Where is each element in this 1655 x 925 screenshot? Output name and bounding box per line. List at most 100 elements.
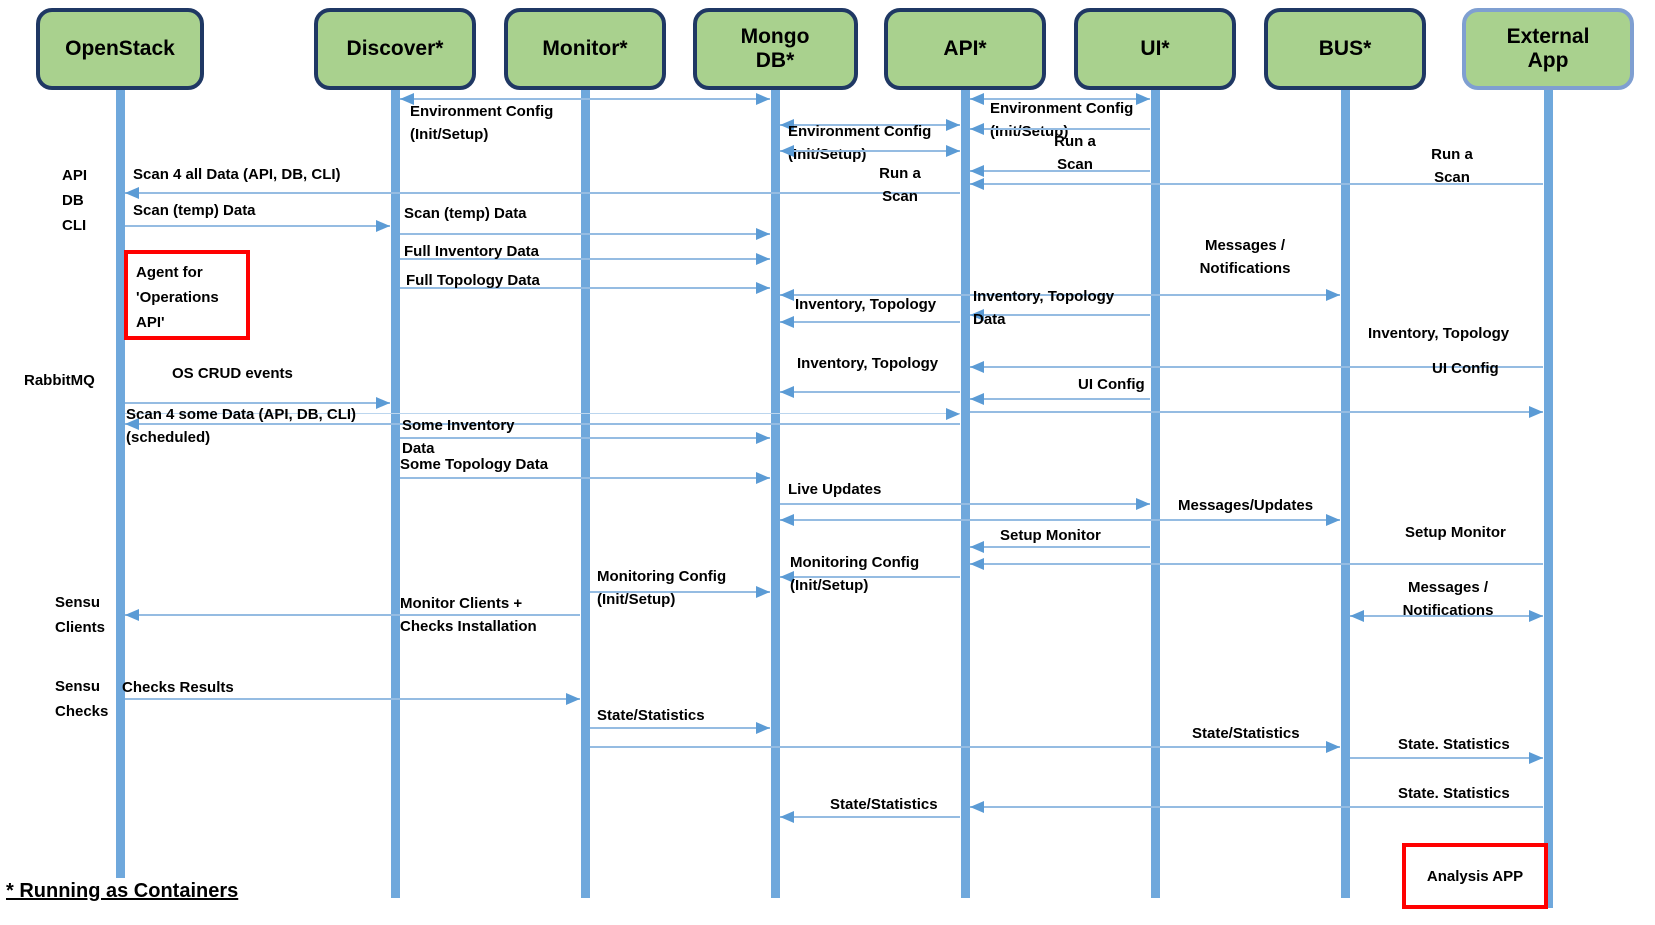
message-label-23: Some Topology Data: [400, 456, 549, 473]
message-label-36: State. Statistics: [1398, 785, 1510, 802]
message-arrow-21: [125, 423, 960, 425]
arrowhead-left-7: [125, 187, 139, 199]
message-label-32: Checks Results: [122, 679, 234, 696]
lifeline-header-openstack: OpenStack: [36, 8, 204, 90]
arrowhead-left-15: [970, 361, 984, 373]
message-label-26: Setup Monitor: [1000, 527, 1101, 544]
arrowhead-left-13: [970, 309, 984, 321]
message-arrow-1: [970, 98, 1150, 100]
lifeline-header-api: API*: [884, 8, 1046, 90]
message-arrow-11: [400, 287, 770, 289]
arrowhead-right-19: [376, 397, 390, 409]
arrowhead-left-17: [970, 393, 984, 405]
lifeline-bar-monitor: [580, 90, 590, 898]
arrowhead-right-0: [756, 93, 770, 105]
message-arrow-14: [780, 321, 960, 323]
message-label-31: Messages / Notifications: [1402, 579, 1494, 619]
message-label-34: State/Statistics: [1192, 725, 1300, 742]
message-arrow-3: [780, 124, 960, 126]
message-arrow-12: [780, 294, 1340, 296]
arrowhead-left-28: [780, 571, 794, 583]
message-arrow-16: [780, 391, 960, 393]
arrowhead-left-2: [970, 123, 984, 135]
message-arrow-25: [780, 519, 1340, 521]
message-label-35: State. Statistics: [1398, 736, 1510, 753]
message-arrow-37: [780, 816, 960, 818]
message-label-27: Setup Monitor: [1405, 524, 1506, 541]
side-note-rabbitmq: RabbitMQ: [24, 372, 95, 389]
analysis-callout: Analysis APP: [1402, 843, 1548, 909]
arrowhead-left-36: [970, 801, 984, 813]
arrowhead-right-29: [756, 586, 770, 598]
message-label-7: Scan 4 all Data (API, DB, CLI): [133, 166, 341, 183]
lifeline-header-ui: UI*: [1074, 8, 1236, 90]
message-label-1: Environment Config (Init/Setup): [990, 100, 1134, 140]
message-label-5: Run a Scan: [1054, 133, 1096, 173]
message-arrow-34: [590, 746, 1340, 748]
arrowhead-left-27: [970, 558, 984, 570]
arrowhead-left-4: [780, 145, 794, 157]
message-label-3: Environment Config (Init/Setup): [788, 123, 932, 163]
arrowhead-left-26: [970, 541, 984, 553]
arrowhead-right-22: [756, 432, 770, 444]
lifeline-header-external: External App: [1462, 8, 1634, 90]
message-arrow-18: [970, 411, 1543, 413]
arrowhead-left-16: [780, 386, 794, 398]
arrowhead-left-5: [970, 165, 984, 177]
arrowhead-right-11: [756, 282, 770, 294]
message-arrow-17: [970, 398, 1150, 400]
message-arrow-0: [400, 98, 770, 100]
arrowhead-left-37: [780, 811, 794, 823]
message-arrow-24: [780, 503, 1150, 505]
lifeline-bar-bus: [1340, 90, 1350, 898]
message-label-0: Environment Config (Init/Setup): [410, 103, 554, 143]
message-label-30: Monitor Clients + Checks Installation: [400, 595, 537, 635]
arrowhead-right-25: [1326, 514, 1340, 526]
side-note-api-db-cli: API DB CLI: [62, 167, 88, 234]
message-arrow-32: [125, 698, 580, 700]
message-label-6: Run a Scan: [1431, 146, 1473, 186]
lifeline-header-monitor: Monitor*: [504, 8, 666, 90]
lifeline-bar-api: [960, 90, 970, 898]
arrowhead-right-9: [756, 228, 770, 240]
message-label-25: Messages/Updates: [1178, 497, 1314, 514]
message-arrow-9: [400, 233, 770, 235]
message-arrow-15: [970, 366, 1543, 368]
message-label-19: OS CRUD events: [172, 365, 293, 382]
arrowhead-right-35: [1529, 752, 1543, 764]
lifeline-header-discover: Discover*: [314, 8, 476, 90]
arrowhead-right-1: [1136, 93, 1150, 105]
arrowhead-right-8: [376, 220, 390, 232]
lifeline-header-bus: BUS*: [1264, 8, 1426, 90]
arrowhead-right-24: [1136, 498, 1150, 510]
message-label-12: Messages / Notifications: [1199, 237, 1291, 277]
message-label-21: Scan 4 some Data (API, DB, CLI) (schedul…: [126, 406, 357, 446]
message-label-37: State/Statistics: [830, 796, 938, 813]
message-arrow-28: [780, 576, 960, 578]
message-arrow-8: [125, 225, 390, 227]
message-label-14: Inventory, Topology: [795, 296, 937, 313]
arrowhead-left-3: [780, 119, 794, 131]
arrowhead-left-25: [780, 514, 794, 526]
message-arrow-26: [970, 546, 1150, 548]
message-arrow-4: [780, 150, 960, 152]
message-label-13: Inventory, Topology Data: [973, 288, 1115, 328]
lifeline-header-mongodb: Mongo DB*: [692, 8, 858, 90]
arrowhead-right-18: [1529, 406, 1543, 418]
side-note-sensu-clients: Sensu Clients: [55, 594, 106, 636]
message-label-17: UI Config: [1078, 376, 1145, 393]
message-label-11: Full Topology Data: [406, 272, 540, 289]
message-label-29: Monitoring Config (Init/Setup): [597, 568, 727, 608]
message-label-22: Some Inventory Data: [402, 417, 515, 457]
arrowhead-left-0: [400, 93, 414, 105]
arrowhead-left-12: [780, 289, 794, 301]
message-arrow-23: [400, 477, 770, 479]
message-arrow-13: [970, 314, 1150, 316]
lifeline-bar-discover: [390, 90, 400, 898]
agent-callout: Agent for 'Operations API': [124, 250, 250, 340]
message-arrow-35: [1350, 757, 1543, 759]
message-label-28: Monitoring Config (Init/Setup): [790, 554, 920, 594]
arrowhead-left-14: [780, 316, 794, 328]
arrowhead-right-34: [1326, 741, 1340, 753]
